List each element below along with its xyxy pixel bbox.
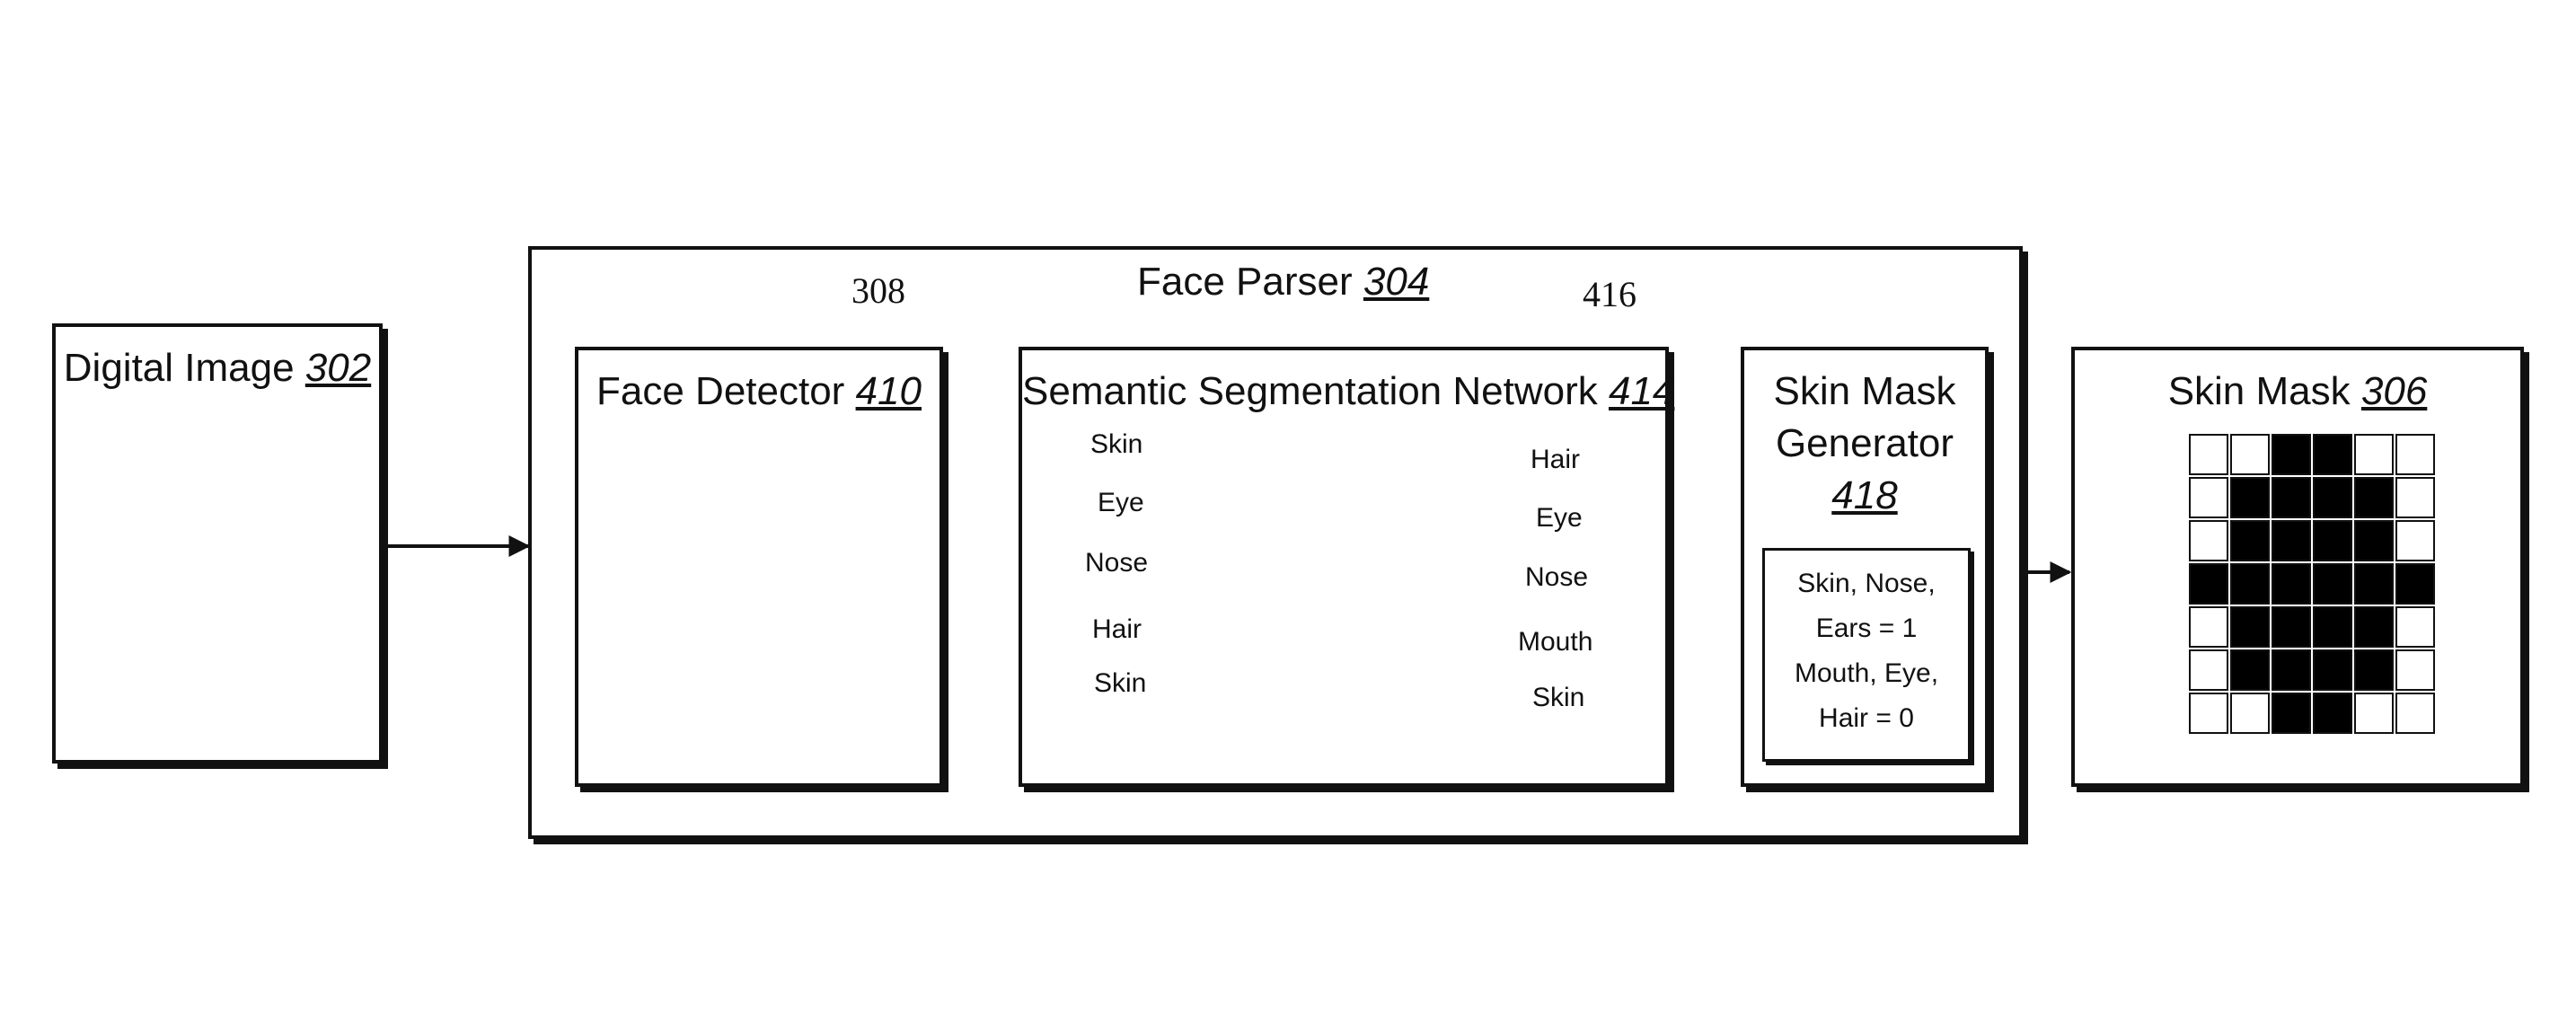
digital-image-box: Digital Image 302 [52,323,383,764]
skin-mask-cell [2354,477,2394,518]
mask-rule-box: Skin, Nose, Ears = 1 Mouth, Eye, Hair = … [1762,548,1971,762]
mask-generator-title-line2: Generator [1775,421,1954,465]
skin-mask-cell [2313,520,2352,561]
skin-mask-cell [2313,563,2352,605]
skin-mask-grid [2189,434,2435,734]
skin-mask-cell [2395,606,2435,648]
skin-mask-cell [2189,477,2228,518]
seg-right-label-skin: Skin [1532,683,1585,712]
seg-right-label-nose: Nose [1525,562,1589,592]
skin-mask-cell [2395,520,2435,561]
skin-mask-cell [2230,477,2270,518]
digital-image-ref: 302 [304,346,372,390]
face-parser-title: Face Parser 304 [1137,262,1429,302]
mask-generator-ref: 418 [1831,473,1898,517]
skin-mask-cell [2272,434,2311,475]
skin-mask-cell [2272,606,2311,648]
skin-mask-cell [2189,520,2228,561]
callout-308: 308 [851,270,905,311]
seg-left-label-skin-2: Skin [1094,668,1147,698]
skin-mask-cell [2313,606,2352,648]
skin-mask-cell [2272,477,2311,518]
skin-mask-cell [2313,434,2352,475]
skin-mask-cell [2189,434,2228,475]
mask-rule-line-3: Mouth, Eye, [1794,658,1939,688]
face-detector-title: Face Detector 410 [578,372,940,411]
skin-mask-cell [2354,606,2394,648]
segmentation-box: Semantic Segmentation Network 414 [1019,347,1674,787]
skin-mask-cell [2313,649,2352,691]
skin-mask-cell [2230,606,2270,648]
face-detector-ref: 410 [855,369,922,413]
digital-image-title-text: Digital Image [63,346,295,390]
mask-rule-line-2: Ears = 1 [1815,614,1918,643]
skin-mask-ref: 306 [2360,369,2428,413]
skin-mask-title: Skin Mask 306 [2075,372,2520,411]
skin-mask-cell [2395,477,2435,518]
skin-mask-cell [2189,649,2228,691]
seg-right-label-eye: Eye [1536,503,1583,533]
skin-mask-cell [2354,693,2394,734]
skin-mask-cell [2395,693,2435,734]
skin-mask-cell [2230,434,2270,475]
face-parser-title-text: Face Parser [1137,260,1353,304]
skin-mask-cell [2395,563,2435,605]
face-parser-ref: 304 [1363,260,1430,304]
skin-mask-cell [2189,693,2228,734]
skin-mask-cell [2313,693,2352,734]
segmentation-title: Semantic Segmentation Network 414 [1022,369,1674,413]
skin-mask-cell [2395,434,2435,475]
seg-right-label-mouth: Mouth [1518,627,1593,657]
callout-416: 416 [1583,274,1636,314]
mask-generator-title-line1: Skin Mask [1773,369,1956,413]
seg-left-label-nose: Nose [1085,548,1149,578]
skin-mask-cell [2230,563,2270,605]
mask-rule-line-4: Hair = 0 [1819,703,1914,733]
mask-rule-line-1: Skin, Nose, [1797,569,1936,598]
seg-left-label-skin-1: Skin [1090,429,1143,459]
segmentation-title-text: Semantic Segmentation Network [1022,369,1598,413]
skin-mask-cell [2354,649,2394,691]
skin-mask-cell [2354,434,2394,475]
skin-mask-cell [2272,563,2311,605]
skin-mask-cell [2230,649,2270,691]
skin-mask-cell [2230,520,2270,561]
skin-mask-cell [2189,606,2228,648]
face-detector-title-text: Face Detector [596,369,845,413]
face-detector-box: Face Detector 410 [575,347,943,787]
seg-right-label-hair: Hair [1531,445,1581,474]
skin-mask-box: Skin Mask 306 [2071,347,2524,787]
seg-left-label-eye: Eye [1098,488,1144,517]
seg-left-label-hair: Hair [1092,614,1142,644]
skin-mask-generator-box: Skin Mask Generator 418 Skin, Nose, Ears… [1741,347,1989,787]
skin-mask-cell [2354,520,2394,561]
skin-mask-cell [2313,477,2352,518]
skin-mask-cell [2189,563,2228,605]
skin-mask-cell [2354,563,2394,605]
segmentation-ref: 414 [1608,369,1675,413]
digital-image-title: Digital Image 302 [56,349,379,388]
skin-mask-cell [2395,649,2435,691]
skin-mask-cell [2272,649,2311,691]
skin-mask-title-text: Skin Mask [2167,369,2351,413]
skin-mask-cell [2230,693,2270,734]
skin-mask-cell [2272,693,2311,734]
skin-mask-cell [2272,520,2311,561]
